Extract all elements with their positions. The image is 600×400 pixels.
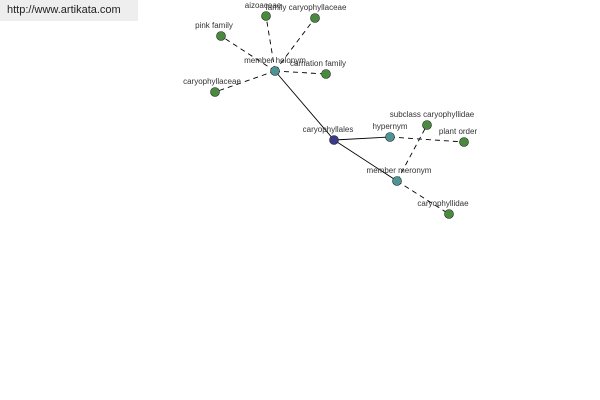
node-pink-family-label: pink family xyxy=(195,21,233,30)
node-pink-family-circle[interactable] xyxy=(216,31,226,41)
edge-member-meronym-subclass-caryophyllidae xyxy=(396,124,428,182)
node-family-caryophyllaceae[interactable]: family caryophyllaceae xyxy=(266,3,347,23)
node-plant-order-circle[interactable] xyxy=(459,137,469,147)
edge-caryophyllales-member-meronym xyxy=(333,139,398,182)
site-url-link[interactable]: http://www.artikata.com xyxy=(0,0,138,21)
node-subclass-caryophyllidae-label: subclass caryophyllidae xyxy=(390,110,475,119)
node-aizoaceae-label: aizoaceae xyxy=(245,1,282,10)
node-aizoaceae-circle[interactable] xyxy=(261,11,271,21)
node-hypernym[interactable]: hypernym xyxy=(372,122,408,142)
node-caryophyllales-circle[interactable] xyxy=(329,135,339,145)
node-member-meronym-circle[interactable] xyxy=(392,176,402,186)
node-aizoaceae[interactable]: aizoaceae xyxy=(245,1,282,21)
nodes-layer: caryophyllales member holonym hypernym memb… xyxy=(183,1,477,219)
node-member-meronym[interactable]: member meronym xyxy=(367,166,432,186)
node-caryophyllales[interactable]: caryophyllales xyxy=(303,125,354,145)
node-subclass-caryophyllidae[interactable]: subclass caryophyllidae xyxy=(390,110,475,130)
node-caryophyllaceae-circle[interactable] xyxy=(210,87,220,97)
node-caryophyllidae-label: caryophyllidae xyxy=(417,199,469,208)
node-caryophyllales-label: caryophyllales xyxy=(303,125,354,134)
edge-member-holonym-aizoaceae xyxy=(265,15,276,72)
edge-member-holonym-family-caryophyllaceae xyxy=(274,17,316,72)
node-hypernym-label: hypernym xyxy=(372,122,407,131)
node-member-holonym-label: member holonym xyxy=(244,56,306,65)
node-hypernym-circle[interactable] xyxy=(385,132,395,142)
edge-member-meronym-caryophyllidae xyxy=(396,180,450,215)
node-carnation-family[interactable]: carnation family xyxy=(290,59,346,79)
node-plant-order[interactable]: plant order xyxy=(439,127,478,147)
node-plant-order-label: plant order xyxy=(439,127,478,136)
node-family-caryophyllaceae-label: family caryophyllaceae xyxy=(266,3,347,12)
node-member-meronym-label: member meronym xyxy=(367,166,432,175)
node-carnation-family-circle[interactable] xyxy=(321,69,331,79)
edge-hypernym-plant-order xyxy=(389,136,465,143)
node-member-holonym[interactable]: member holonym xyxy=(244,56,306,76)
node-pink-family[interactable]: pink family xyxy=(195,21,233,41)
node-caryophyllidae[interactable]: caryophyllidae xyxy=(417,199,469,219)
edge-member-holonym-pink-family xyxy=(220,35,276,72)
node-subclass-caryophyllidae-circle[interactable] xyxy=(422,120,432,130)
node-carnation-family-label: carnation family xyxy=(290,59,346,68)
edge-caryophyllales-member-holonym xyxy=(274,70,335,141)
edge-member-holonym-carnation-family xyxy=(274,70,327,75)
edges-layer xyxy=(214,15,465,215)
node-caryophyllaceae-label: caryophyllaceae xyxy=(183,77,241,86)
node-family-caryophyllaceae-circle[interactable] xyxy=(310,13,320,23)
node-member-holonym-circle[interactable] xyxy=(270,66,280,76)
edge-member-holonym-caryophyllaceae xyxy=(214,70,276,93)
node-caryophyllaceae[interactable]: caryophyllaceae xyxy=(183,77,241,97)
edge-caryophyllales-hypernym xyxy=(333,136,391,141)
node-caryophyllidae-circle[interactable] xyxy=(444,209,454,219)
